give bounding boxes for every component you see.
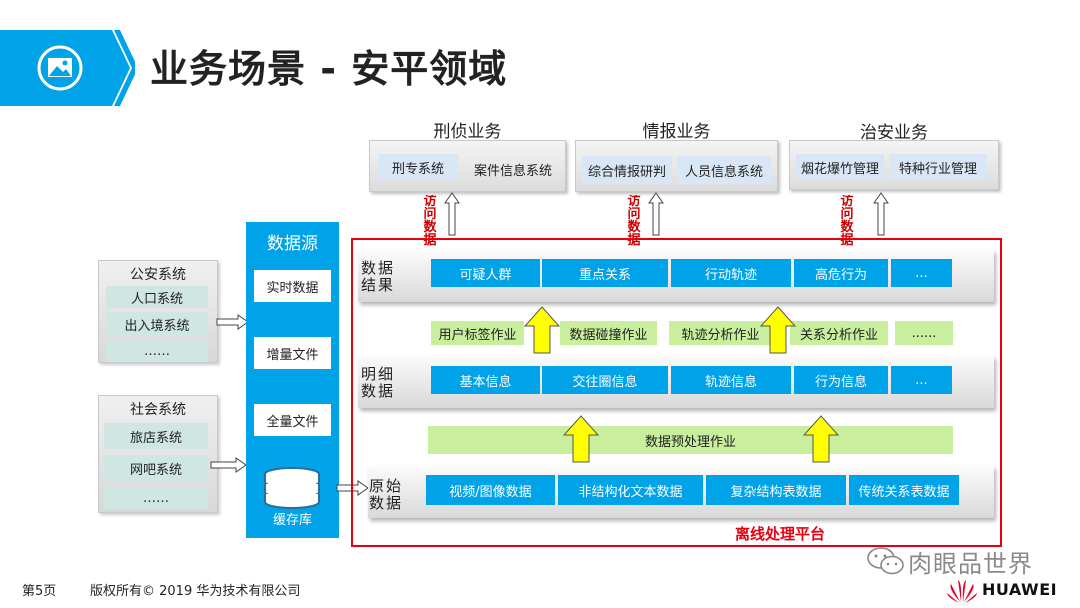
up-arrow-yellow-icon <box>563 415 599 463</box>
business-title-intel: 情报业务 <box>642 121 711 142</box>
source-item: 出入境系统 <box>106 312 208 336</box>
detail-cell: 交往圈信息 <box>542 366 668 394</box>
system-special-industry: 特种行业管理 <box>889 154 987 180</box>
wechat-icon <box>867 547 904 575</box>
job-more: ...... <box>895 321 953 345</box>
copyright: 版权所有© 2019 华为技术有限公司 <box>90 584 301 599</box>
up-arrow-icon <box>648 192 664 236</box>
job-trajectory-analysis: 轨迹分析作业 <box>669 321 772 345</box>
source-item: …… <box>106 340 208 362</box>
raw-cell: 传统关系表数据 <box>849 475 959 505</box>
raw-cell: 非结构化文本数据 <box>558 475 703 505</box>
system-firework-mgmt: 烟花爆竹管理 <box>796 154 884 180</box>
result-cell: 行动轨迹 <box>671 259 791 287</box>
result-cell: ... <box>891 259 952 287</box>
business-title-security: 治安业务 <box>860 122 928 143</box>
job-user-tag: 用户标签作业 <box>431 321 524 345</box>
source-title-social: 社会系统 <box>130 402 186 418</box>
image-icon <box>37 45 83 91</box>
result-cell: 重点关系 <box>542 259 668 287</box>
platform-label: 离线处理平台 <box>734 524 825 543</box>
job-preprocess: 数据预处理作业 <box>428 426 953 454</box>
up-arrow-icon <box>444 192 460 236</box>
layer-label-text: 数据结果 <box>361 259 396 294</box>
up-arrow-yellow-icon <box>524 306 560 354</box>
result-cell: 高危行为 <box>794 259 888 287</box>
access-data-label: 访问数据 <box>840 195 854 247</box>
right-arrow-icon <box>216 314 249 330</box>
brand-name: HUAWEI <box>982 580 1058 599</box>
database-icon <box>264 467 320 509</box>
job-data-collision: 数据碰撞作业 <box>560 321 657 345</box>
source-item: 人口系统 <box>106 286 208 308</box>
layer-label-detail: 明细数据 <box>361 366 401 402</box>
access-data-label: 访问数据 <box>423 195 437 247</box>
up-arrow-yellow-icon <box>760 306 796 354</box>
up-arrow-icon <box>873 192 889 236</box>
offline-platform-frame <box>351 238 1002 547</box>
page-number: 第5页 <box>22 584 57 599</box>
system-criminal-special: 刑专系统 <box>378 154 458 180</box>
job-relation-analysis: 关系分析作业 <box>790 321 888 345</box>
detail-cell: 行为信息 <box>794 366 888 394</box>
result-cell: 可疑人群 <box>431 259 540 287</box>
layer-label-text: 明细数据 <box>361 365 396 400</box>
title-banner <box>0 30 135 106</box>
system-person-info: 人员信息系统 <box>677 156 771 184</box>
page-title: 业务场景 - 安平领域 <box>150 47 508 91</box>
raw-cell: 视频/图像数据 <box>426 475 555 505</box>
cache-label: 缓存库 <box>272 512 312 528</box>
datasource-item: 增量文件 <box>254 337 331 369</box>
datasource-title: 数据源 <box>267 233 318 254</box>
access-data-label: 访问数据 <box>627 195 641 247</box>
datasource-item: 实时数据 <box>254 270 331 302</box>
datasource-item: 全量文件 <box>254 404 331 436</box>
huawei-logo-icon <box>947 580 977 603</box>
watermark: 肉眼品世界 <box>908 550 1033 578</box>
detail-cell: ... <box>891 366 952 394</box>
layer-label-text: 原始数据 <box>369 477 404 512</box>
layer-label-raw: 原始数据 <box>369 478 409 514</box>
system-case-info: 案件信息系统 <box>473 163 552 179</box>
system-intel-analysis: 综合情报研判 <box>582 156 672 184</box>
source-item: 旅店系统 <box>104 423 208 449</box>
business-title-criminal: 刑侦业务 <box>433 121 502 142</box>
up-arrow-yellow-icon <box>803 415 839 463</box>
detail-cell: 基本信息 <box>431 366 540 394</box>
layer-label-result: 数据结果 <box>361 260 401 296</box>
source-title-police: 公安系统 <box>130 267 186 283</box>
source-item: …… <box>104 487 208 509</box>
raw-cell: 复杂结构表数据 <box>706 475 846 505</box>
right-arrow-icon <box>210 457 247 473</box>
source-item: 网吧系统 <box>104 455 208 481</box>
detail-cell: 轨迹信息 <box>671 366 791 394</box>
